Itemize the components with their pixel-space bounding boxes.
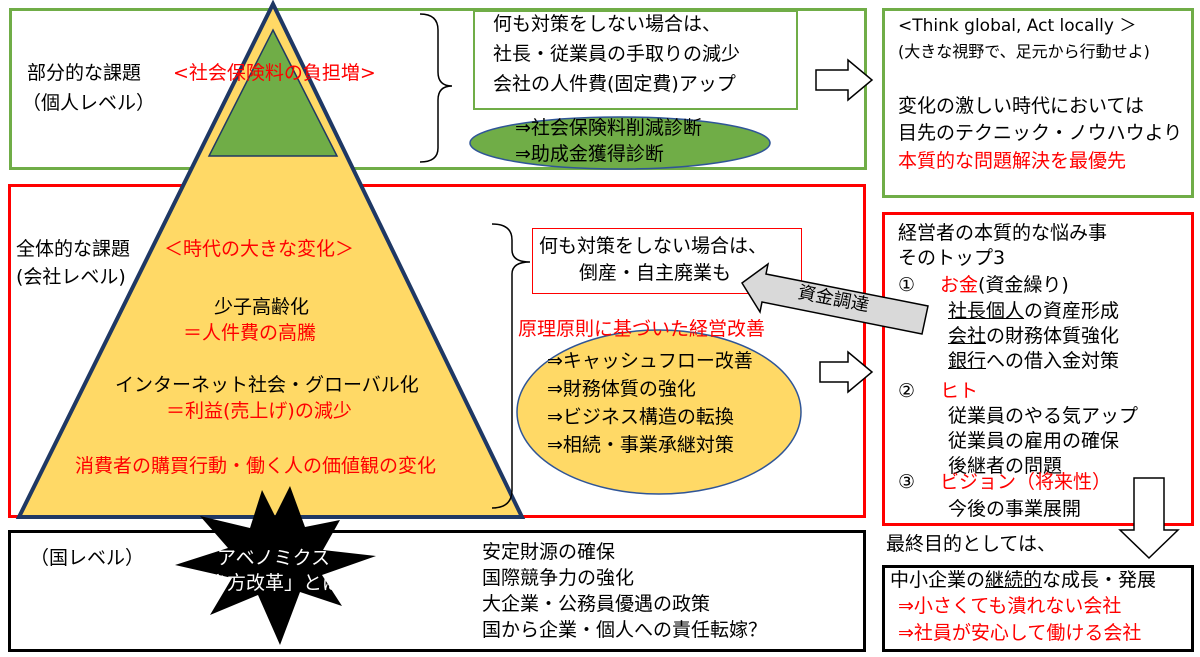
final-goal-prefix: 中小企業の bbox=[890, 569, 986, 591]
national-item4: 国から企業・個人への責任転嫁？ bbox=[482, 619, 768, 641]
top-right-green-box bbox=[882, 8, 1194, 198]
worry1-sub2-prefix: 会社 bbox=[948, 325, 987, 347]
arrow-right-top bbox=[815, 58, 874, 102]
worry1-num: ① bbox=[898, 274, 916, 296]
worry2-sub3: 後継者の問題 bbox=[948, 455, 1063, 477]
worry3-head: ビジョン（将来性） bbox=[940, 471, 1112, 493]
worry1-sub1: 社長個人の資産形成 bbox=[948, 300, 1119, 324]
worries-title-line2: そのトップ3 bbox=[898, 247, 1006, 269]
final-goal-red1: ⇒小さくても潰れない会社 bbox=[898, 595, 1122, 617]
top-ellipse-line2: ⇒助成金獲得診断 bbox=[515, 143, 664, 165]
top-ellipse-line1: ⇒社会保険料削減診断 bbox=[515, 117, 702, 139]
top-no-action-line3: 会社の人件費(固定費)アップ bbox=[493, 73, 736, 95]
worry1-sub1-prefix: 社長個人 bbox=[948, 300, 1025, 322]
top-label-highlight: <社会保険料の負担増> bbox=[173, 62, 376, 84]
worry1-head-wrap: お金(資金繰り) bbox=[940, 274, 1069, 298]
worry2-sub1: 従業員のやる気アップ bbox=[948, 405, 1139, 427]
middle-no-action-line2: 倒産・自主廃業も bbox=[579, 262, 732, 284]
middle-solution-ellipse bbox=[516, 329, 802, 495]
aging-line2: ＝人件費の高騰 bbox=[183, 322, 317, 344]
internet-line1: インターネット社会・グローバル化 bbox=[115, 374, 419, 396]
worry2-num: ② bbox=[898, 380, 916, 402]
worries-title-line1: 経営者の本質的な悩み事 bbox=[898, 222, 1108, 244]
final-goal-red2: ⇒社員が安心して働ける会社 bbox=[898, 622, 1142, 644]
think-global-line1: <Think global, Act locally ＞ bbox=[898, 16, 1137, 36]
think-global-line2: (大きな視野で、足元から行動せよ) bbox=[898, 42, 1150, 61]
final-goal-lead: 最終目的としては、 bbox=[886, 533, 1057, 555]
arrow-down bbox=[1118, 477, 1180, 560]
national-item1: 安定財源の確保 bbox=[482, 541, 616, 563]
national-label: （国レベル） bbox=[30, 547, 145, 569]
think-global-body2: 目先のテクニック・ノウハウより bbox=[898, 122, 1183, 144]
worry1-sub2: 会社の財務体質強化 bbox=[948, 325, 1119, 349]
middle-label-line2: (会社レベル) bbox=[16, 266, 126, 288]
burst-line2: 「働き方改革」とは？ bbox=[170, 572, 361, 594]
middle-ellipse-line2: ⇒財務体質の強化 bbox=[547, 378, 696, 400]
worry1-sub3-text: への借入金対策 bbox=[986, 350, 1120, 372]
middle-no-action-line1: 何も対策をしない場合は、 bbox=[539, 235, 768, 257]
middle-label-line1: 全体的な課題 bbox=[16, 238, 131, 260]
funding-arrow bbox=[740, 262, 929, 335]
final-goal-box bbox=[882, 565, 1194, 652]
top-green-box bbox=[9, 8, 867, 170]
middle-curly-brace bbox=[491, 223, 531, 509]
internet-line2: ＝利益(売上げ)の減少 bbox=[166, 400, 352, 422]
pyramid-top-green bbox=[207, 28, 339, 157]
worry1-sub3-prefix: 銀行 bbox=[948, 350, 987, 372]
top-curly-brace bbox=[419, 13, 453, 163]
think-global-highlight: 本質的な問題解決を最優先 bbox=[898, 150, 1127, 172]
top-no-action-line2: 社長・従業員の手取りの減少 bbox=[493, 43, 741, 65]
era-change-label: ＜時代の大きな変化＞ bbox=[164, 238, 355, 260]
top-label-line1: 部分的な課題 bbox=[27, 62, 142, 84]
worry3-sub1: 今後の事業展開 bbox=[948, 498, 1082, 520]
middle-ellipse-line4: ⇒相続・事業承継対策 bbox=[547, 434, 734, 456]
worries-red-box bbox=[882, 212, 1194, 526]
top-no-action-line1: 何も対策をしない場合は、 bbox=[493, 13, 722, 35]
national-item3: 大企業・公務員優遇の政策 bbox=[482, 593, 711, 615]
worry1-sub1-text: の資産形成 bbox=[1024, 300, 1120, 322]
think-global-body1: 変化の激しい時代においては bbox=[898, 95, 1145, 117]
top-no-action-box bbox=[473, 10, 798, 110]
national-black-box bbox=[8, 530, 866, 652]
worry1-head: お金 bbox=[940, 274, 979, 296]
final-goal-line1: 中小企業の継続的な成長・発展 bbox=[890, 569, 1156, 593]
worry1-sub3: 銀行への借入金対策 bbox=[948, 350, 1119, 374]
worry2-head: ヒト bbox=[940, 380, 979, 402]
worry2-sub2: 従業員の雇用の確保 bbox=[948, 430, 1120, 452]
top-label-line2: （個人レベル） bbox=[22, 92, 156, 114]
principle-label: 原理原則に基づいた経営改善 bbox=[518, 318, 766, 340]
arrow-right-middle bbox=[819, 350, 874, 394]
worry1-sub2-text: の財務体質強化 bbox=[986, 325, 1120, 347]
burst-line1: アベノミクス bbox=[217, 547, 331, 569]
middle-ellipse-line3: ⇒ビジネス構造の転換 bbox=[547, 406, 734, 428]
top-solution-ellipse bbox=[469, 116, 771, 170]
worry3-num: ③ bbox=[898, 471, 916, 493]
aging-line1: 少子高齢化 bbox=[214, 296, 310, 318]
middle-no-action-box bbox=[532, 228, 802, 294]
middle-ellipse-line1: ⇒キャッシュフロー改善 bbox=[547, 350, 753, 372]
abenomics-burst bbox=[175, 486, 376, 645]
worry1-head-suffix: (資金繰り) bbox=[978, 274, 1069, 296]
final-goal-suffix: な成長・発展 bbox=[1042, 569, 1157, 591]
consumer-change-label: 消費者の購買行動・働く人の価値観の変化 bbox=[75, 455, 437, 477]
national-item2: 国際競争力の強化 bbox=[482, 567, 635, 589]
final-goal-underlined: 継続的 bbox=[985, 569, 1043, 591]
